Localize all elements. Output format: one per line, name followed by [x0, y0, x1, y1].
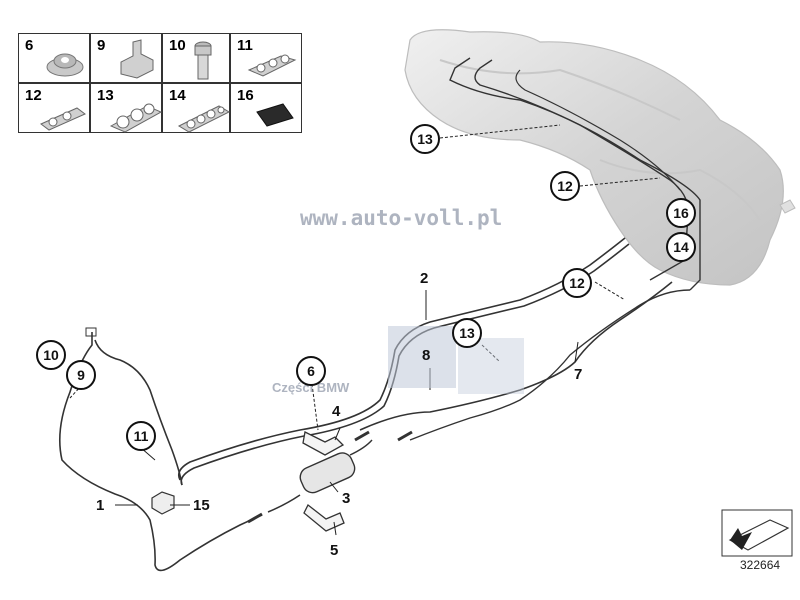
legend-cell[interactable]: 11: [230, 33, 302, 83]
bolt-icon: [194, 41, 212, 80]
parts-legend-grid: 6 9 10 11 12 13 14 16: [18, 33, 302, 133]
label-4: 4: [332, 403, 341, 420]
label-7: 7: [574, 366, 583, 383]
nut-icon: [46, 53, 84, 77]
double-clip-icon: [40, 107, 86, 131]
legend-number: 6: [25, 37, 34, 54]
legend-cell[interactable]: 6: [18, 33, 90, 83]
callout-16: 16: [666, 198, 696, 228]
callout-6: 6: [296, 356, 326, 386]
label-3: 3: [342, 490, 351, 507]
label-1: 1: [96, 497, 105, 514]
legend-cell[interactable]: 16: [230, 83, 302, 133]
legend-number: 9: [97, 37, 106, 54]
callout-14: 14: [666, 232, 696, 262]
quad-clip-icon: [177, 105, 231, 133]
pad-icon: [256, 103, 294, 127]
label-5: 5: [330, 542, 339, 559]
reference-number: 322664: [740, 558, 781, 572]
callout-11: 11: [126, 421, 156, 451]
watermark-logo-a: [388, 326, 456, 388]
legend-number: 12: [25, 87, 42, 104]
legend-number: 13: [97, 87, 114, 104]
line-clip-icon: [247, 54, 297, 77]
callout-9: 9: [66, 360, 96, 390]
fuel-tank: [404, 29, 784, 286]
legend-number: 16: [237, 87, 254, 104]
legend-cell[interactable]: 14: [162, 83, 231, 133]
legend-cell[interactable]: 9: [90, 33, 162, 83]
orientation-arrow-icon: [721, 509, 793, 557]
watermark-site-text: www.auto-voll.pl: [300, 206, 503, 230]
label-8: 8: [422, 347, 431, 364]
callout-13-top: 13: [410, 124, 440, 154]
callout-10: 10: [36, 340, 66, 370]
bracket-clip-icon: [120, 39, 154, 79]
legend-cell[interactable]: 13: [90, 83, 163, 133]
label-15: 15: [193, 497, 210, 514]
legend-number: 14: [169, 87, 186, 104]
legend-number: 10: [169, 37, 186, 54]
callout-13-mid: 13: [452, 318, 482, 348]
callout-12-top: 12: [550, 171, 580, 201]
legend-cell[interactable]: 12: [18, 83, 90, 133]
watermark-sub-text: Części BMW: [272, 380, 350, 395]
triple-clip-icon: [109, 103, 163, 133]
callout-12-mid: 12: [562, 268, 592, 298]
legend-number: 11: [237, 37, 253, 54]
legend-cell[interactable]: 10: [162, 33, 230, 83]
label-2: 2: [420, 270, 429, 287]
